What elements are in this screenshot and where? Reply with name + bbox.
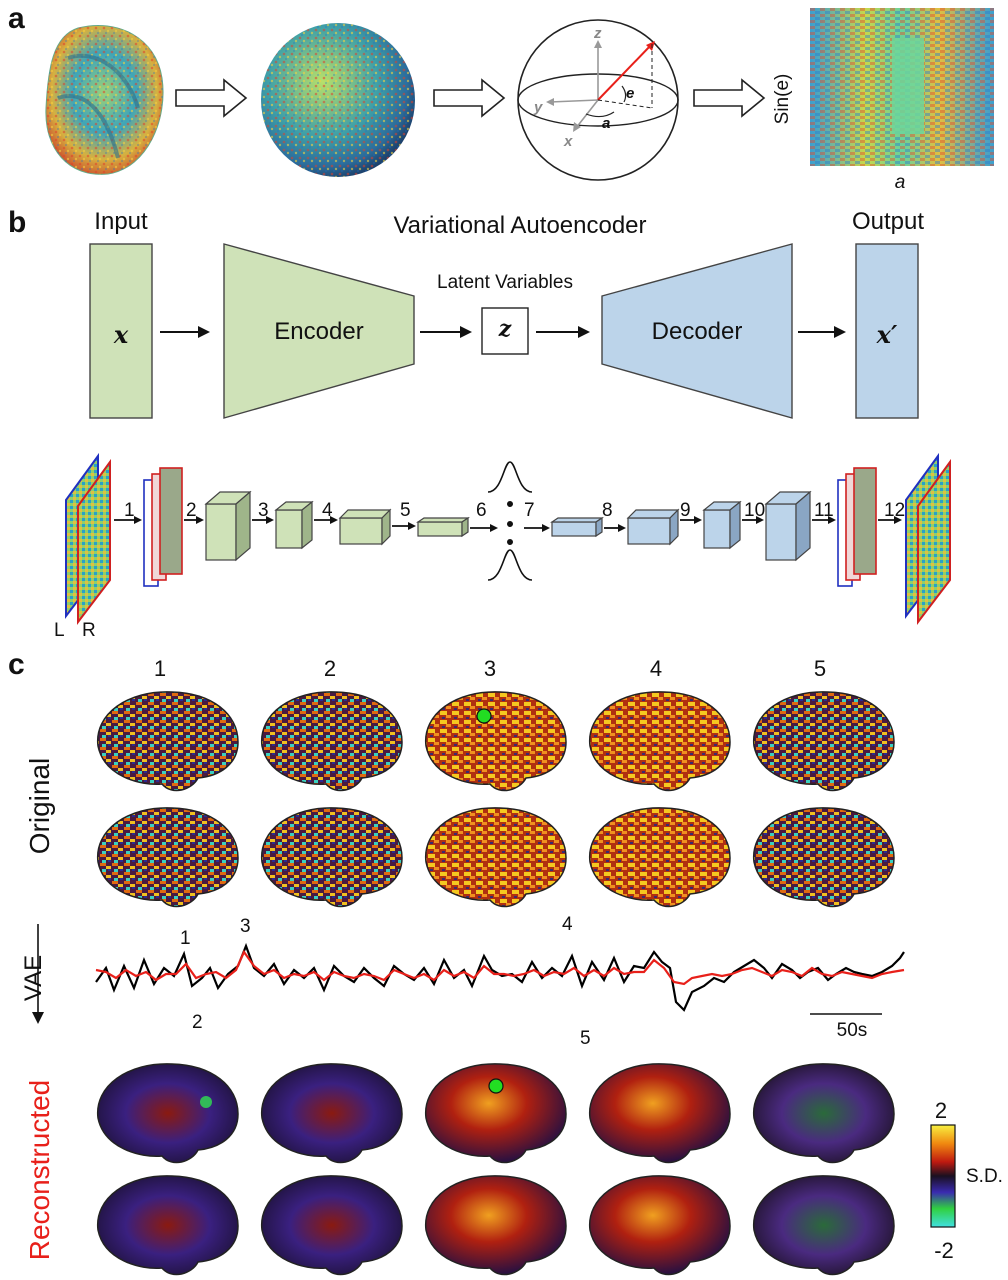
original-brain-5-top <box>752 691 895 792</box>
trace-peak-label-1: 1 <box>180 928 191 949</box>
latent-symbol: z <box>498 316 512 342</box>
original-brain-2-top <box>260 691 403 792</box>
layer-number-5: 5 <box>400 500 411 521</box>
textured-sphere-image <box>261 23 415 177</box>
reconstructed-brain-5-top <box>752 1063 895 1164</box>
panel-c-letter: c <box>8 648 25 681</box>
process-arrow-2 <box>433 78 506 118</box>
process-arrow-1 <box>175 78 248 118</box>
column-number-4: 4 <box>649 656 663 681</box>
hemisphere-right-label: R <box>82 620 96 641</box>
reconstructed-trace-line <box>95 949 905 986</box>
trace-peak-label-3: 3 <box>240 916 251 937</box>
original-brain-3-top <box>424 691 567 792</box>
elevation-angle-label: e <box>626 85 634 102</box>
time-scale-label: 50s <box>836 1020 868 1041</box>
grid-y-axis-label: Sin(e) <box>772 73 793 125</box>
layer-number-3: 3 <box>258 500 269 521</box>
colorbar-max-label: 2 <box>934 1098 948 1123</box>
spherical-coordinates-diagram: z y x e a <box>517 19 679 181</box>
reconstructed-brain-1-bottom <box>96 1175 239 1276</box>
decoder-label: Decoder <box>651 318 743 345</box>
input-symbol: x <box>113 320 129 349</box>
hemisphere-left-label: L <box>54 620 65 641</box>
trace-peak-label-4: 4 <box>562 914 573 935</box>
panel-a-letter: a <box>8 2 25 35</box>
original-brain-1-bottom <box>96 807 239 908</box>
output-symbol: x′ <box>876 320 898 349</box>
reconstructed-brain-1-top <box>96 1063 239 1164</box>
original-trace-line <box>95 942 905 1012</box>
column-number-2: 2 <box>323 656 337 681</box>
original-brain-2-bottom <box>260 807 403 908</box>
reconstructed-brain-5-bottom <box>752 1175 895 1276</box>
y-axis-label: y <box>533 99 543 116</box>
layer-number-1: 1 <box>124 500 135 521</box>
grid-x-axis-label: a <box>894 172 906 193</box>
trace-peak-label-2: 2 <box>192 1012 203 1033</box>
reconstructed-brain-4-top <box>588 1063 731 1164</box>
colorbar <box>930 1124 956 1228</box>
reconstructed-brain-3-top <box>424 1063 567 1164</box>
original-brain-4-bottom <box>588 807 731 908</box>
output-label: Output <box>851 208 925 235</box>
original-row-label: Original <box>24 757 55 855</box>
column-number-1: 1 <box>153 656 167 681</box>
original-brain-5-bottom <box>752 807 895 908</box>
layer-number-8: 8 <box>602 500 613 521</box>
projected-grid-image <box>810 8 994 166</box>
layer-number-7: 7 <box>524 500 535 521</box>
vae-architecture-diagram <box>89 243 919 419</box>
input-label: Input <box>94 208 148 235</box>
x-axis-label: x <box>563 133 573 150</box>
layer-pipeline-diagram <box>65 452 951 625</box>
colorbar-unit-label: S.D. <box>966 1166 1003 1187</box>
process-arrow-3 <box>693 78 766 118</box>
reconstructed-brain-4-bottom <box>588 1175 731 1276</box>
reconstructed-brain-2-bottom <box>260 1175 403 1276</box>
z-axis-label: z <box>593 25 602 42</box>
azimuth-angle-label: a <box>602 115 610 132</box>
layer-number-12: 12 <box>884 500 906 521</box>
original-brain-3-bottom <box>424 807 567 908</box>
reconstructed-brain-2-top <box>260 1063 403 1164</box>
encoder-label: Encoder <box>274 318 364 345</box>
time-series-traces <box>95 942 905 1015</box>
colorbar-min-label: -2 <box>934 1238 954 1263</box>
vae-title: Variational Autoencoder <box>393 212 647 239</box>
layer-number-11: 11 <box>814 500 834 521</box>
trace-peak-label-5: 5 <box>580 1028 591 1049</box>
layer-number-6: 6 <box>476 500 487 521</box>
reconstructed-brain-3-bottom <box>424 1175 567 1276</box>
original-brain-4-top <box>588 691 731 792</box>
layer-number-4: 4 <box>322 500 333 521</box>
reconstructed-row-label: Reconstructed <box>24 1079 55 1261</box>
column-number-3: 3 <box>483 656 497 681</box>
column-number-5: 5 <box>813 656 827 681</box>
layer-number-10: 10 <box>744 500 766 521</box>
original-brain-1-top <box>96 691 239 792</box>
panel-b-letter: b <box>8 206 27 239</box>
latent-variables-label: Latent Variables <box>437 272 573 293</box>
layer-number-9: 9 <box>680 500 691 521</box>
inflated-cortex-image <box>45 24 164 175</box>
layer-number-2: 2 <box>186 500 197 521</box>
vae-down-arrow <box>32 924 44 1024</box>
